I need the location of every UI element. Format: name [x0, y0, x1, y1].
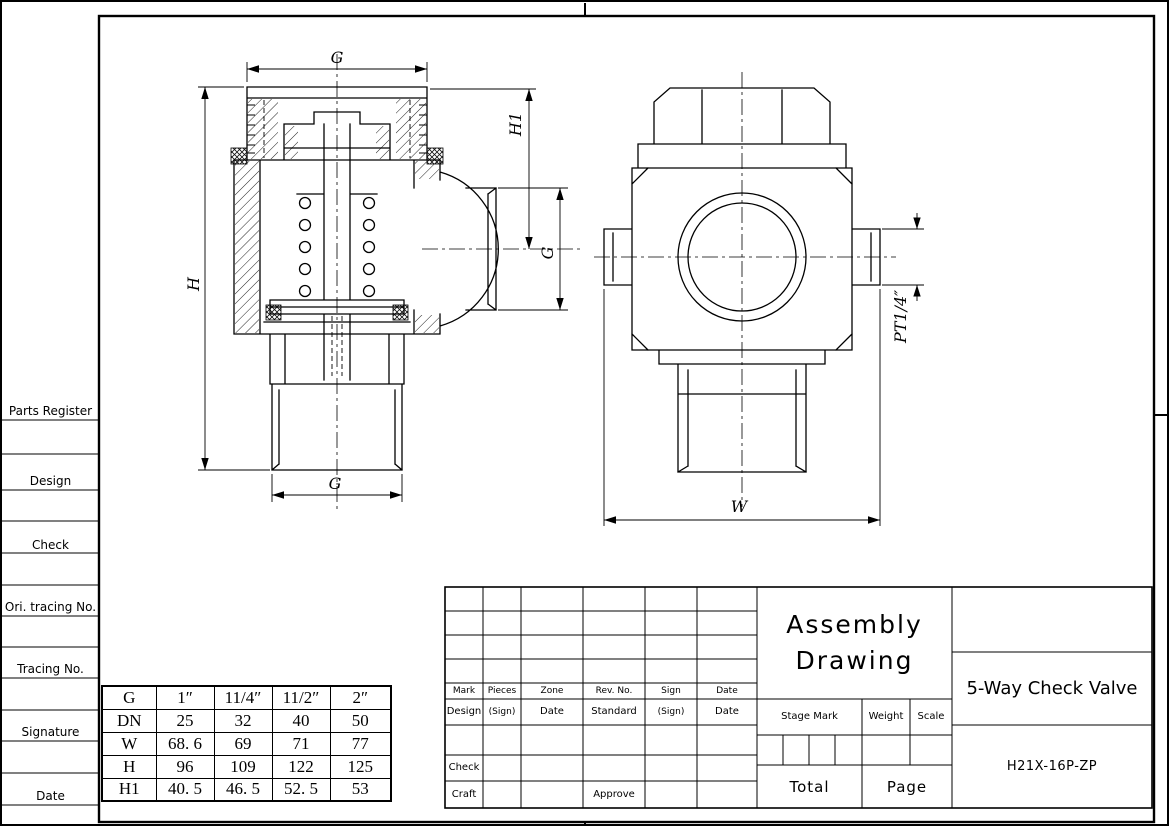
tb-drawing-title-line2: Drawing	[795, 646, 914, 675]
size-cell: 50	[329, 708, 392, 733]
tb-page-label: Page	[886, 777, 928, 796]
size-table-row: W 68. 6 69 71 77	[101, 731, 392, 756]
size-cell: 40. 5	[155, 777, 215, 802]
size-cell: 125	[329, 754, 392, 779]
tb-total-label: Total	[789, 777, 830, 796]
size-cell: 2″	[329, 685, 392, 710]
valve-front-view: W PT1/4″	[594, 72, 924, 526]
size-cell: 32	[213, 708, 273, 733]
tb-standard-label: Standard	[591, 706, 637, 717]
tb-header-pieces: Pieces	[487, 685, 517, 696]
size-table-row: H 96 109 122 125	[101, 754, 392, 779]
tb-design-date: Date	[540, 706, 564, 717]
tb-approve-label: Approve	[593, 788, 635, 800]
size-cell: 122	[271, 754, 331, 779]
tb-drawing-title: Assembly Drawing	[757, 587, 952, 699]
tb-drawing-title-line1: Assembly	[786, 610, 923, 639]
margin-label-ori-tracing-no: Ori. tracing No.	[4, 600, 97, 614]
margin-label-parts-register: Parts Register	[8, 404, 93, 418]
valve-section-view: G H H1 G G	[184, 48, 582, 510]
size-table-row: H1 40. 5 46. 5 52. 5 53	[101, 777, 392, 802]
dim-label-w: W	[731, 497, 749, 516]
tb-weight-label: Weight	[868, 711, 904, 722]
section-hatching	[235, 99, 439, 333]
dim-label-h1: H1	[506, 112, 525, 137]
size-cell: 77	[329, 731, 392, 756]
tb-header-zone: Zone	[540, 685, 564, 696]
dim-pt: PT1/4″	[882, 213, 924, 344]
size-cell: 46. 5	[213, 777, 273, 802]
dim-w: W	[603, 289, 881, 526]
tb-header-mark: Mark	[452, 685, 476, 696]
margin-label-design: Design	[29, 474, 72, 488]
dim-g-top: G	[246, 48, 428, 82]
size-cell: DN	[101, 708, 157, 733]
size-cell: W	[101, 731, 157, 756]
dim-label-pt: PT1/4″	[891, 290, 910, 344]
size-cell: 71	[271, 731, 331, 756]
title-block-grid	[444, 586, 1153, 809]
margin-label-tracing-no: Tracing No.	[17, 662, 84, 676]
size-cell: 68. 6	[155, 731, 215, 756]
dim-label-g-bottom: G	[329, 474, 342, 493]
margin-label-check: Check	[32, 538, 69, 552]
dim-label-g-top: G	[331, 48, 344, 67]
size-cell: 1″	[155, 685, 215, 710]
margin-label-signature: Signature	[21, 725, 80, 739]
hidden-lines	[263, 100, 411, 376]
size-cell: 11/2″	[271, 685, 331, 710]
sheet-frame	[2, 3, 1167, 824]
tb-standard-date: Date	[715, 706, 739, 717]
size-cell: H1	[101, 777, 157, 802]
size-cell: G	[101, 685, 157, 710]
spring-coils	[298, 196, 376, 298]
tb-model-number: H21X-16P-ZP	[1006, 758, 1098, 774]
margin-label-date: Date	[36, 789, 65, 803]
size-cell: 40	[271, 708, 331, 733]
dim-label-g-side: G	[538, 246, 557, 259]
size-cell: 11/4″	[213, 685, 273, 710]
tb-design-label: Design	[446, 706, 482, 717]
size-table-row: DN 25 32 40 50	[101, 708, 392, 733]
tb-scale-label: Scale	[917, 711, 945, 722]
size-cell: 53	[329, 777, 392, 802]
tb-part-name: 5-Way Check Valve	[966, 677, 1138, 699]
left-strip-lines	[2, 419, 99, 806]
size-cell: 25	[155, 708, 215, 733]
dim-h1: H1	[430, 88, 536, 249]
size-cell: 109	[213, 754, 273, 779]
tb-standard-sign: (Sign)	[657, 706, 685, 717]
tb-header-date: Date	[716, 685, 738, 696]
size-table-row: G 1″ 11/4″ 11/2″ 2″	[101, 685, 392, 710]
knurl-marks	[247, 104, 427, 154]
size-cell: 52. 5	[271, 777, 331, 802]
tb-craft-label: Craft	[451, 788, 477, 800]
dim-g-bottom: G	[271, 474, 403, 502]
size-cell: 69	[213, 731, 273, 756]
tb-design-sign: (Sign)	[488, 706, 516, 717]
size-cell: H	[101, 754, 157, 779]
tb-header-sign: Sign	[661, 685, 681, 696]
size-cell: 96	[155, 754, 215, 779]
tb-header-rev-no: Rev. No.	[595, 685, 633, 696]
dim-g-side: G	[498, 187, 568, 311]
tb-stage-mark-label: Stage Mark	[781, 711, 838, 722]
tb-check-label: Check	[448, 762, 480, 773]
dim-h: H	[184, 86, 270, 471]
dim-label-h: H	[184, 276, 203, 292]
size-table: G 1″ 11/4″ 11/2″ 2″ DN 25 32 40 50 W 68.…	[101, 685, 392, 802]
